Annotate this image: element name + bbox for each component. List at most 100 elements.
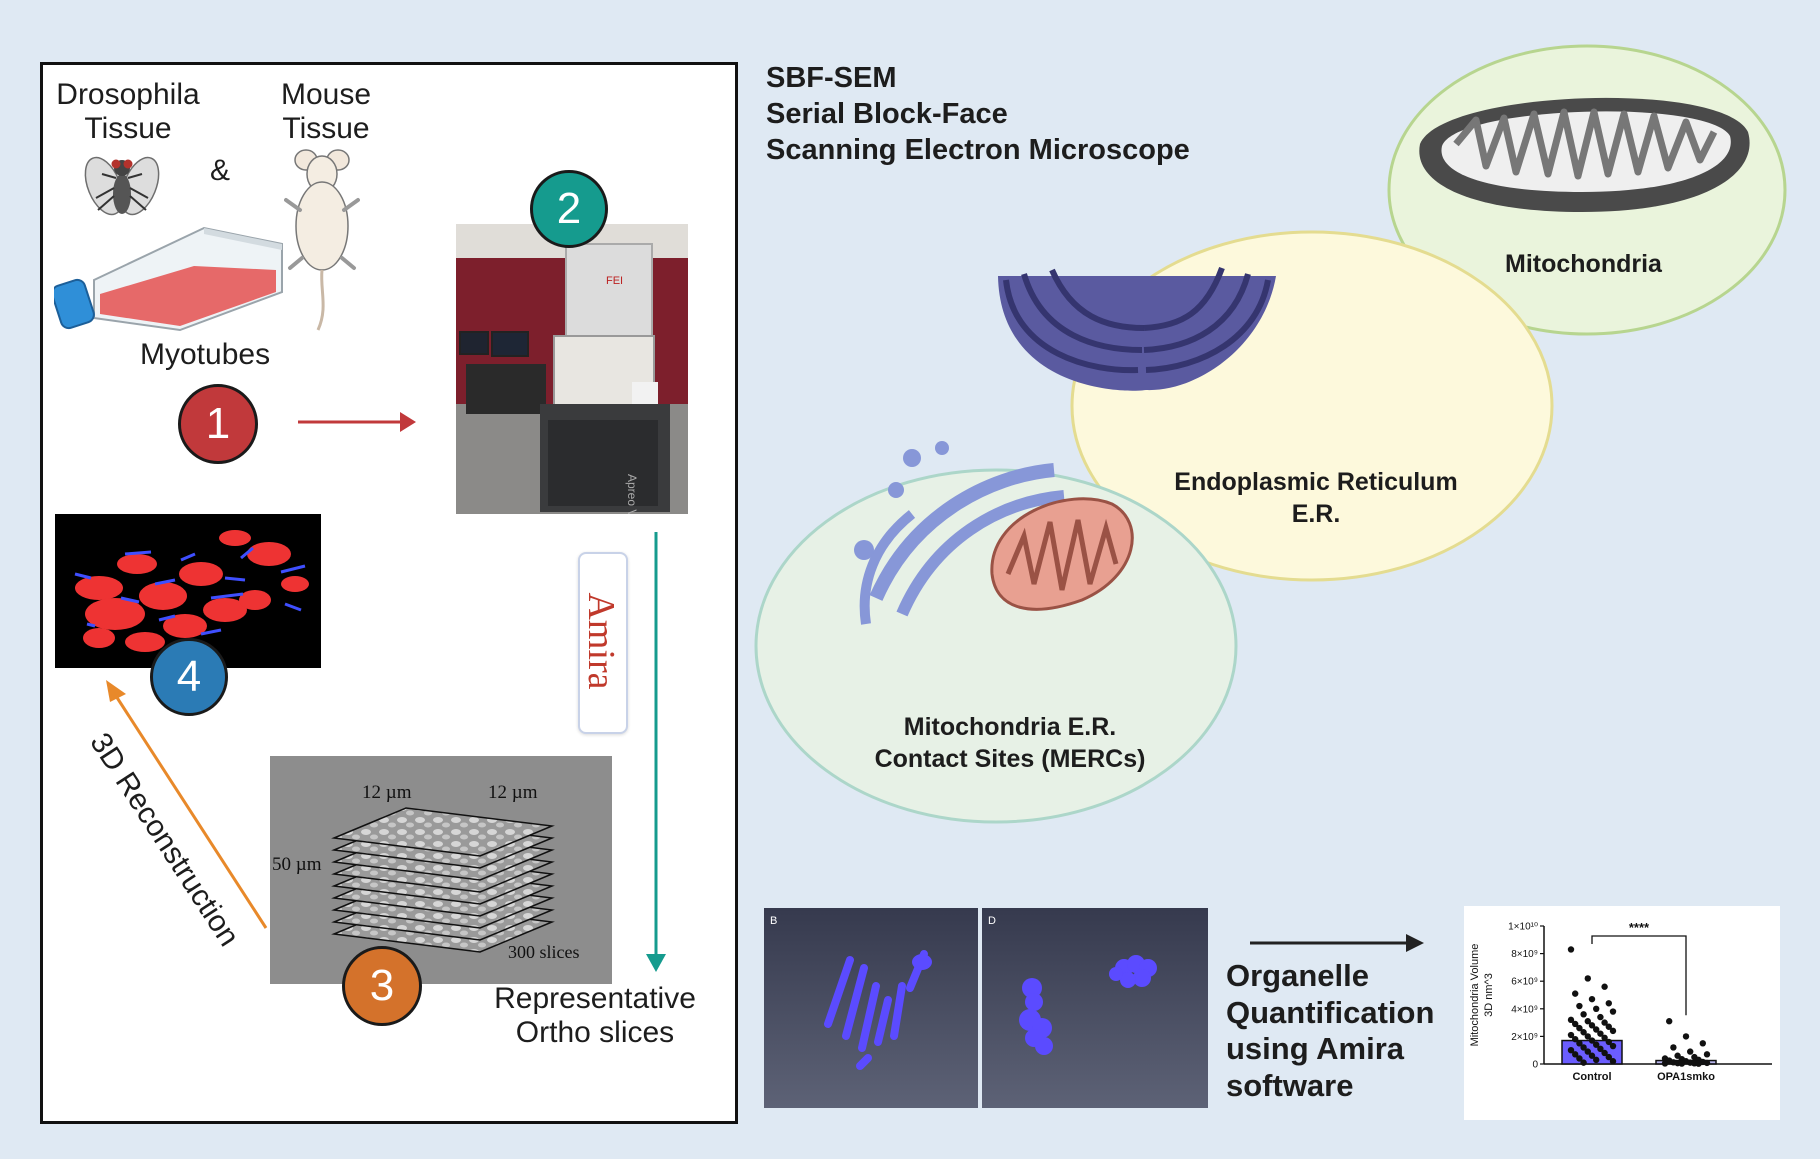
chart-point-opa1smko	[1682, 1033, 1690, 1040]
chart-y-tick-label: 4×10⁹	[1511, 1004, 1538, 1015]
chart-axes: 0 2×10⁹ 4×10⁹ 6×10⁹ 8×10⁹ 1×10¹⁰	[1508, 922, 1772, 1071]
culture-flask-icon	[54, 226, 283, 332]
mitochondria-label: Mitochondria	[1505, 250, 1662, 278]
chart-point-control	[1576, 1024, 1583, 1032]
mitochondria-icon	[1419, 97, 1750, 212]
er-label-line-1: Endoplasmic Reticulum	[1174, 468, 1458, 496]
chart-point-control	[1609, 1008, 1617, 1015]
chart-ylabel-line-2: 3D nm^3	[1483, 973, 1495, 1017]
chart-point-control	[1609, 1027, 1617, 1035]
chart-point-control	[1567, 1031, 1575, 1039]
chart-point-control	[1605, 1038, 1612, 1046]
stack-dim-y: 12 µm	[488, 782, 538, 803]
chart-point-control	[1593, 1005, 1600, 1012]
chart-significance-bracket	[1591, 935, 1687, 1016]
chart-point-control	[1588, 1022, 1596, 1029]
chart-point-control	[1584, 1018, 1591, 1025]
er-label-line-2: E.R.	[1291, 500, 1341, 528]
chart-point-opa1smko	[1661, 1060, 1669, 1067]
chart-point-control	[1572, 1020, 1579, 1028]
stack-dim-x: 12 µm	[362, 782, 412, 803]
chart-point-control	[1584, 975, 1591, 982]
chart-point-control	[1567, 1016, 1575, 1024]
chart-points	[1567, 946, 1711, 1067]
chart-point-control	[1576, 1055, 1583, 1062]
chart-point-control	[1601, 983, 1608, 990]
chart-point-control	[1593, 1056, 1600, 1064]
arrow-step2-to-3	[646, 532, 666, 972]
chart-point-opa1smko	[1670, 1044, 1677, 1051]
step-2-badge: 2	[530, 170, 608, 248]
mercs-label-line-2: Contact Sites (MERCs)	[874, 745, 1146, 773]
chart-point-control	[1567, 1047, 1575, 1054]
chart-point-control	[1580, 1059, 1587, 1066]
quantification-label: Organelle Quantification using Amira sof…	[1226, 958, 1435, 1103]
chart-point-control	[1605, 1023, 1612, 1030]
stack-dim-z: 50 µm	[272, 854, 322, 875]
step-4-badge: 4	[150, 638, 228, 716]
chart-point-control	[1584, 1048, 1591, 1055]
chart-point-opa1smko	[1687, 1048, 1694, 1055]
chart-point-control	[1601, 1034, 1608, 1041]
chart-point-control	[1593, 1026, 1600, 1033]
fly-icon	[84, 156, 160, 216]
panel-b-label: B	[770, 915, 777, 927]
arrow-step1-to-2	[298, 412, 416, 432]
chart-point-control	[1588, 1052, 1596, 1059]
step-3-badge: 3	[342, 946, 422, 1026]
arrow-to-chart	[1250, 934, 1424, 952]
volume-chart: Mitochondria Volume 3D nm^3 0 2×10⁹ 4×10⁹ 6…	[1464, 906, 1780, 1120]
organelle-bubbles	[754, 44, 1787, 824]
er-icon	[998, 266, 1276, 391]
drosophila-label: Drosophila Tissue	[56, 78, 200, 145]
chart-y-tick-label: 0	[1532, 1060, 1538, 1071]
chart-point-opa1smko	[1666, 1018, 1673, 1025]
panel-d-label: D	[988, 915, 996, 927]
chart-point-control	[1609, 1058, 1617, 1065]
render-panel-d	[982, 908, 1208, 1108]
title-line-2: Serial Block-Face	[766, 98, 1008, 130]
chart-point-control	[1580, 1044, 1587, 1051]
chart-point-control	[1588, 995, 1596, 1003]
mouse-label: Mouse Tissue	[280, 78, 372, 145]
amira-label-box	[578, 552, 628, 734]
title-line-3: Scanning Electron Microscope	[766, 134, 1190, 166]
chart-point-control	[1584, 1033, 1591, 1040]
chart-point-control	[1601, 1019, 1608, 1026]
title-line-1: SBF-SEM	[766, 62, 897, 94]
microscope-model-text: Apreo VS	[625, 474, 639, 514]
chart-point-control	[1609, 1042, 1617, 1050]
amira-label: Amira	[580, 592, 622, 690]
chart-point-control	[1572, 1051, 1579, 1058]
chart-point-control	[1572, 990, 1579, 997]
chart-point-control	[1588, 1037, 1596, 1044]
chart-point-control	[1605, 1000, 1612, 1007]
step-1-badge: 1	[178, 384, 258, 464]
chart-point-control	[1601, 1049, 1608, 1057]
microscope-brand-text: FEI	[606, 275, 623, 287]
chart-x-tick-label: Control	[1572, 1071, 1611, 1083]
chart-point-control	[1580, 1011, 1587, 1018]
chart-y-tick-label: 1×10¹⁰	[1508, 922, 1538, 933]
chart-point-control	[1593, 1041, 1600, 1048]
chart-point-control	[1580, 1029, 1587, 1036]
chart-y-tick-label: 8×10⁹	[1511, 949, 1538, 960]
chart-y-tick-label: 6×10⁹	[1511, 977, 1538, 988]
ortho-slices-label: Representative Ortho slices	[494, 982, 696, 1049]
microscope-photo: FEI Apreo VS	[456, 224, 688, 514]
chart-y-tick-label: 2×10⁹	[1511, 1032, 1538, 1043]
chart-point-control	[1576, 1002, 1583, 1010]
ampersand-label: &	[210, 154, 231, 187]
chart-point-control	[1567, 946, 1575, 953]
ortho-slices-stack: 12 µm 12 µm 50 µm 300 slices	[270, 756, 612, 984]
chart-point-control	[1597, 1045, 1604, 1053]
chart-ylabel-line-1: Mitochondria Volume	[1469, 944, 1481, 1047]
chart-point-control	[1572, 1035, 1579, 1043]
chart-point-control	[1605, 1053, 1612, 1061]
chart-point-opa1smko	[1703, 1051, 1711, 1058]
stack-slices: 300 slices	[508, 942, 580, 962]
chart-significance: ****	[1591, 920, 1687, 1016]
chart-point-opa1smko	[1695, 1060, 1702, 1067]
myotubes-label: Myotubes	[140, 338, 271, 371]
